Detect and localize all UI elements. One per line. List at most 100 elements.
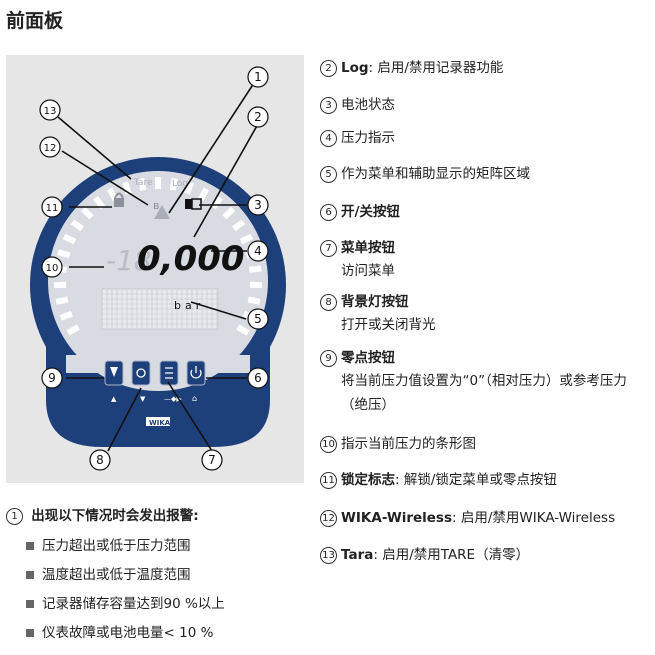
callout-badge: 2 — [320, 59, 337, 77]
bar-segment — [239, 233, 254, 245]
callout-number: 13 — [44, 106, 57, 117]
warning-item: 仪表故障或电池电量< 10 % — [26, 621, 213, 641]
bar-segment — [198, 187, 209, 201]
callout-circle — [247, 66, 269, 88]
callout-badge: 4 — [320, 129, 337, 147]
legend-term: 背景灯按钮 — [341, 294, 409, 310]
legend-text: : 启用/禁用WIKA-Wireless — [452, 510, 616, 526]
callout-badge: 9 — [320, 349, 337, 367]
callout-circle — [247, 308, 269, 330]
brand-logo: WIKA — [149, 419, 171, 427]
callout-number: 11 — [46, 203, 59, 214]
bar-segment — [247, 296, 261, 305]
callout-badge: 7 — [320, 239, 337, 257]
bar-segment — [210, 196, 223, 210]
legend-term: 零点按钮 — [341, 350, 395, 366]
bullet-square-icon — [26, 542, 34, 550]
callout-badge: 11 — [320, 471, 337, 489]
callout-badge: 13 — [320, 546, 337, 564]
enter-icon: —◆▶ — [164, 395, 182, 403]
bar-segment — [236, 324, 250, 336]
legend-subtext: （绝压） — [341, 397, 395, 413]
legend-text: 电池状态 — [341, 97, 395, 113]
legend-term: 锁定标志 — [341, 472, 395, 488]
bullet-square-icon — [26, 600, 34, 608]
log-label: Log — [172, 179, 188, 189]
legend-term: WIKA-Wireless — [341, 510, 453, 526]
legend-text: 指示当前压力的条形图 — [341, 436, 476, 452]
callout-circle — [41, 367, 63, 389]
warning-text: 记录器储存容量达到90 %以上 — [42, 596, 225, 612]
callout-number: 9 — [48, 371, 56, 385]
warning-triangle-icon — [154, 205, 170, 219]
gauge-diagram: Tare Log ʙ -18 0,000 bar ▲ ▼ — [30, 66, 286, 471]
warning-title: 出现以下情况时会发出报警: — [31, 508, 199, 524]
callout-number: 5 — [254, 312, 262, 326]
callout-number: 12 — [44, 143, 57, 154]
callout-badge: 8 — [320, 293, 337, 311]
legend-text: : 启用/禁用TARE（清零） — [373, 547, 530, 563]
up-arrow-icon: ▲ — [111, 395, 117, 403]
power-button[interactable] — [186, 360, 206, 386]
callout-number: 7 — [208, 453, 216, 467]
warning-heading: 1 出现以下情况时会发出报警: — [6, 504, 199, 525]
warning-item: 压力超出或低于压力范围 — [26, 534, 191, 554]
callout-circle — [247, 194, 269, 216]
bar-segment — [66, 324, 80, 336]
callout-lines — [57, 82, 259, 452]
warning-text: 温度超出或低于温度范围 — [42, 567, 191, 583]
pressure-value: 0,000 — [137, 239, 245, 279]
callout-badge: 12 — [320, 509, 337, 527]
backlight-button[interactable] — [131, 360, 151, 386]
callout-circle — [41, 256, 63, 278]
lcd-screen — [48, 171, 268, 391]
legend-term: 开/关按钮 — [341, 204, 400, 220]
zero-button[interactable] — [104, 360, 124, 386]
down-arrow-icon: ▼ — [140, 395, 146, 403]
callout-number: 6 — [254, 371, 262, 385]
bar-segment — [222, 206, 236, 220]
legend-subtext: 将当前压力值设置为“0”（相对压力）或参考压力 — [341, 373, 627, 389]
callout-circle — [247, 240, 269, 262]
warning-text: 仪表故障或电池电量< 10 % — [42, 625, 214, 641]
callout-number: 10 — [46, 263, 59, 274]
warning-text: 压力超出或低于压力范围 — [42, 538, 191, 554]
callout-number: 3 — [254, 198, 262, 212]
menu-button[interactable] — [159, 360, 179, 386]
legend-text: 作为菜单和辅助显示的矩阵区域 — [341, 166, 530, 182]
bar-segment — [62, 233, 77, 245]
callout-badge: 5 — [320, 165, 337, 183]
bar-segment — [107, 187, 118, 201]
callout-badge: 10 — [320, 435, 337, 453]
callout-circle — [247, 106, 269, 128]
bar-segment — [232, 219, 246, 232]
matrix-area — [101, 288, 219, 330]
callout-circle — [247, 367, 269, 389]
legend-text: : 启用/禁用记录器功能 — [368, 60, 504, 76]
callout-badge: 6 — [320, 203, 337, 221]
callout-circle — [41, 196, 63, 218]
home-icon: ⌂ — [192, 394, 197, 403]
callout-number: 2 — [254, 110, 262, 124]
bar-segment — [169, 177, 178, 191]
callout-circle — [39, 136, 61, 158]
callout-circle — [39, 99, 61, 121]
ghost-digits: -18 — [106, 244, 152, 277]
callout-number: 1 — [254, 70, 262, 84]
bar-segment — [184, 181, 194, 195]
bar-segment — [80, 206, 94, 220]
bar-segment — [248, 265, 262, 273]
lock-icon — [114, 198, 124, 207]
legend-text: 压力指示 — [341, 130, 395, 146]
bar-segment — [55, 296, 69, 305]
